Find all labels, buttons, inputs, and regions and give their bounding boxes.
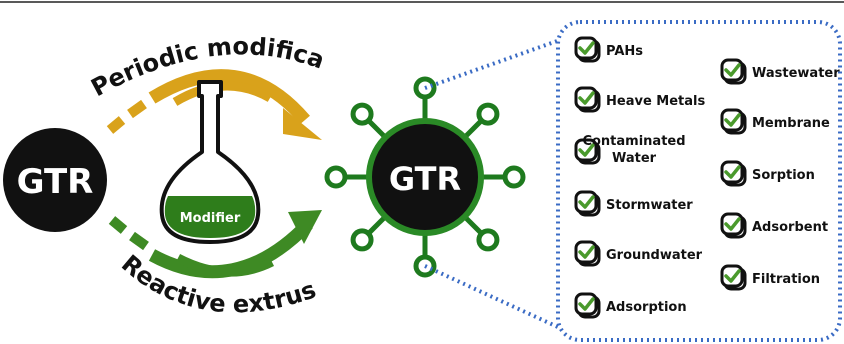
ligand-ring xyxy=(476,228,500,252)
application-label: Adsorbent xyxy=(752,220,828,235)
application-item: Filtration xyxy=(720,264,820,291)
flask-label: Modifier xyxy=(180,211,241,226)
application-item: Groundwater xyxy=(574,240,703,267)
application-item: PAHs xyxy=(574,36,643,63)
ligand-ring xyxy=(350,228,374,252)
ligand-stem xyxy=(366,118,388,140)
application-label: Wastewater xyxy=(752,66,840,81)
application-label: Heave Metals xyxy=(606,94,705,109)
application-label: Stormwater xyxy=(606,198,693,213)
product-gtr-circle xyxy=(366,118,484,236)
application-item: Adsorption xyxy=(574,292,687,319)
checkbox-icon xyxy=(720,58,747,85)
source-gtr-circle xyxy=(3,128,107,232)
orange-dash-2 xyxy=(127,99,147,119)
callout-line-top xyxy=(424,38,561,90)
checkbox-icon xyxy=(574,36,601,63)
ligand-ring xyxy=(476,102,500,126)
ligand-stem xyxy=(366,214,388,236)
ligand-ring xyxy=(324,165,348,189)
application-item: Adsorbent xyxy=(720,212,828,239)
callout-line-bottom xyxy=(424,264,561,330)
orange-arrowhead xyxy=(283,108,322,140)
application-item: Wastewater xyxy=(720,58,840,85)
green-dash-1 xyxy=(108,216,128,234)
flask-liquid xyxy=(164,196,256,238)
product-gtr-node: GTR xyxy=(324,76,526,278)
application-item: Membrane xyxy=(720,108,830,135)
application-label: Membrane xyxy=(752,116,830,131)
checkbox-icon xyxy=(574,86,601,113)
application-item: Sorption xyxy=(720,160,815,187)
modifier-flask: Modifier xyxy=(159,80,261,244)
orange-dash-1 xyxy=(106,116,126,134)
application-item: Stormwater xyxy=(574,190,693,217)
applications-panel xyxy=(556,20,842,342)
checkbox-icon xyxy=(574,138,601,165)
checkbox-icon xyxy=(720,160,747,187)
applications-right-column: WastewaterMembraneSorptionAdsorbentFiltr… xyxy=(720,58,840,291)
periodic-modification-route: Periodic modification xyxy=(0,0,328,140)
ligand-ring xyxy=(502,165,526,189)
application-item: Heave Metals xyxy=(574,86,705,113)
product-gtr-label: GTR xyxy=(389,160,461,198)
ligand-stem xyxy=(462,214,484,236)
checkbox-icon xyxy=(720,108,747,135)
application-label: Filtration xyxy=(752,272,820,287)
source-gtr-label: GTR xyxy=(17,162,94,202)
orange-main-arc xyxy=(148,69,310,125)
ligand-stem xyxy=(462,118,484,140)
checkbox-icon xyxy=(574,190,601,217)
ligand-ring xyxy=(350,102,374,126)
green-arrowhead xyxy=(288,210,322,244)
orange-inner-arc xyxy=(172,81,273,106)
application-label: Adsorption xyxy=(606,300,687,315)
application-label: PAHs xyxy=(606,44,643,59)
application-label: Sorption xyxy=(752,168,815,183)
checkbox-icon xyxy=(720,212,747,239)
application-label: Groundwater xyxy=(606,248,703,263)
checkbox-icon xyxy=(574,240,601,267)
green-inner-arc xyxy=(175,253,275,277)
checkbox-icon xyxy=(574,292,601,319)
green-dash-2 xyxy=(129,231,149,251)
source-gtr-node: GTR xyxy=(3,128,107,232)
checkbox-icon xyxy=(720,264,747,291)
